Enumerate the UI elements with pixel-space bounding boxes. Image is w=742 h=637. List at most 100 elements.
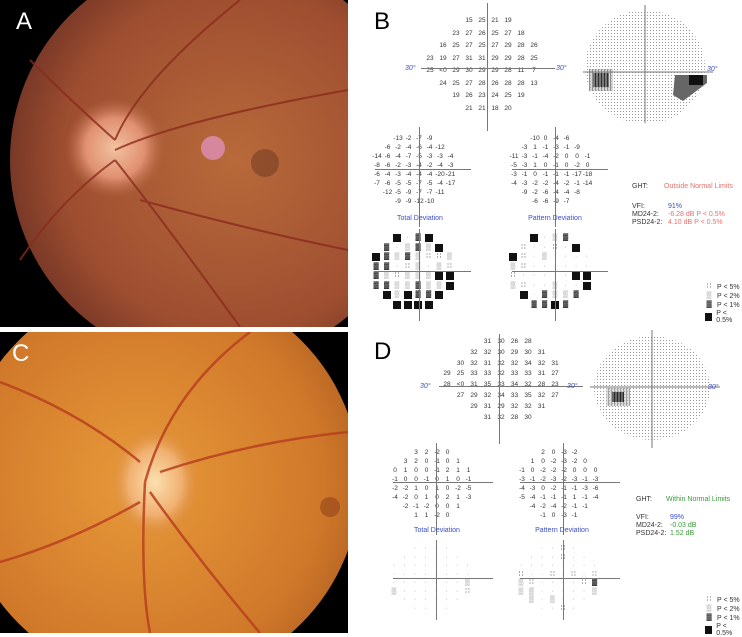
- solid-square-icon: [435, 272, 443, 280]
- dots-icon: ∷: [436, 253, 442, 260]
- grid-value: -2: [540, 476, 546, 483]
- dot-icon: ·: [424, 570, 427, 578]
- dot-icon: ·: [395, 243, 399, 251]
- grid-value: 0: [445, 503, 450, 510]
- dark-hatch-icon: ▓: [562, 300, 569, 308]
- dot-icon: ·: [530, 553, 533, 561]
- grid-value: 29: [491, 67, 499, 74]
- grid-value: 35: [483, 381, 492, 389]
- solid-square-icon: [414, 300, 422, 309]
- grid-value: -2: [571, 449, 578, 456]
- grid-value: -2: [402, 494, 409, 501]
- grid-value: 0: [435, 503, 439, 510]
- grid-value: 15: [465, 17, 473, 24]
- solid-square-icon: [705, 626, 713, 634]
- grid-value: -9: [574, 144, 580, 151]
- grid-value: 29: [470, 402, 478, 410]
- dot-icon: ·: [424, 596, 427, 603]
- dot-icon: ·: [424, 604, 427, 612]
- grid-value: -1: [582, 494, 588, 501]
- grid-value: 0: [424, 467, 429, 474]
- grid-value: -1: [392, 476, 398, 483]
- pdp-axis-v-b: [555, 229, 556, 321]
- grid-value: -5: [519, 494, 525, 501]
- grid-value: 0: [575, 153, 579, 160]
- grid-value: -3: [521, 180, 528, 187]
- fundus-image-a: [0, 0, 348, 327]
- td-axis-v-d: [436, 443, 437, 535]
- grid-value: 29: [470, 392, 478, 399]
- dark-hatch-icon: ▓: [706, 301, 712, 308]
- dot-icon: ·: [574, 262, 578, 270]
- grid-value: -4: [592, 494, 599, 501]
- grid-value: -9: [405, 189, 412, 196]
- grid-value: 27: [452, 54, 460, 62]
- grid-value: 0: [435, 476, 439, 483]
- grid-value: -6: [592, 485, 599, 492]
- md-label-b: MD24-2:: [632, 211, 659, 218]
- dot-icon: ·: [532, 243, 536, 251]
- grid-value: -1: [584, 153, 591, 160]
- dot-icon: ·: [582, 587, 586, 595]
- grid-value: -3: [592, 476, 599, 483]
- dark-hatch-icon: ▓: [531, 300, 537, 308]
- solid-square-icon: [445, 272, 454, 280]
- degree-label-left-b: 30°: [405, 65, 416, 72]
- md-value-d: -0.03 dB: [670, 522, 697, 529]
- total-deviation-caption-b: Total Deviation: [397, 215, 443, 222]
- grid-value: -2: [561, 476, 567, 483]
- grid-value: 28: [517, 42, 525, 49]
- grid-value: -5: [395, 180, 401, 187]
- grid-value: -1: [574, 180, 580, 187]
- grid-value: -4: [519, 485, 525, 492]
- tdp-axis-v-d: [436, 540, 437, 620]
- grid-value: -3: [521, 153, 528, 160]
- grid-value: 1: [424, 494, 429, 501]
- grid-value: 1: [435, 485, 439, 492]
- grid-value: 29: [504, 54, 512, 62]
- dot-icon: ·: [582, 570, 586, 578]
- grid-value: 31: [465, 54, 473, 62]
- light-hatch-icon: ▒: [405, 243, 410, 251]
- grid-value: -2: [532, 180, 538, 187]
- grid-value: 13: [530, 79, 538, 87]
- grid-value: 30: [456, 359, 465, 367]
- solid-square-icon: [572, 272, 580, 280]
- grid-value: -4: [542, 153, 549, 160]
- grid-value: 19: [452, 92, 460, 99]
- grid-value: 26: [491, 79, 499, 87]
- grid-value: -8: [574, 189, 580, 196]
- grid-value: -3: [437, 153, 443, 160]
- grid-value: -1: [540, 494, 546, 501]
- dots-icon: ∷: [465, 587, 470, 595]
- grid-value: -2: [563, 180, 570, 187]
- grid-value: 0: [456, 476, 460, 483]
- degree-label-map-right-b: 30°: [707, 66, 718, 73]
- grid-value: -2: [423, 503, 430, 510]
- panel-label-d: D: [374, 338, 392, 365]
- grid-value: 1: [424, 512, 429, 519]
- grid-value: -1: [519, 467, 525, 474]
- dot-icon: ·: [413, 545, 417, 552]
- grid-value: -7: [374, 180, 380, 187]
- fundus-image-c: [0, 332, 348, 633]
- grid-value: -4: [529, 494, 536, 501]
- grid-value: 1: [456, 467, 460, 474]
- grid-value: -5: [465, 485, 472, 492]
- light-hatch-icon: ▒: [436, 281, 442, 289]
- grid-value: 29: [497, 402, 505, 410]
- grid-value: 20: [504, 104, 512, 112]
- legend-item: ▓P < 1%: [706, 301, 740, 309]
- dark-hatch-icon: ▓: [562, 234, 569, 241]
- threshold-axis-v-b: [487, 3, 488, 131]
- grid-value: 33: [483, 370, 492, 378]
- grid-value: -1: [571, 512, 578, 519]
- grid-value: -13: [393, 135, 403, 142]
- dots-icon: ∷: [521, 243, 526, 251]
- dots-icon: ∷: [518, 570, 524, 578]
- grid-value: -2: [550, 485, 557, 492]
- grid-value: -4: [384, 171, 391, 178]
- grid-value: 32: [537, 359, 546, 367]
- grid-value: -9: [521, 189, 528, 196]
- dot-icon: ·: [455, 553, 459, 561]
